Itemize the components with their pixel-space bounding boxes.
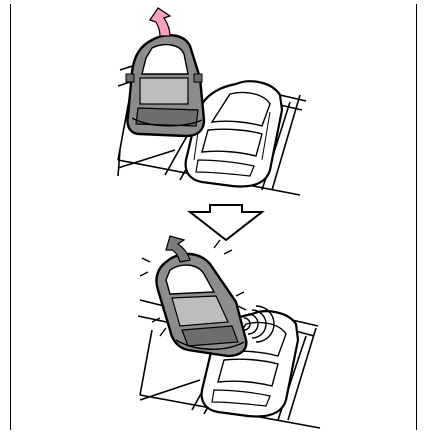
step-1-exit-arrow-icon [150,8,170,36]
step-1-scene [118,8,306,195]
step-2-own-car [156,254,246,356]
step-2-scene [138,236,320,428]
down-arrow-outline-icon [190,205,262,240]
step-1-own-car [126,35,204,136]
